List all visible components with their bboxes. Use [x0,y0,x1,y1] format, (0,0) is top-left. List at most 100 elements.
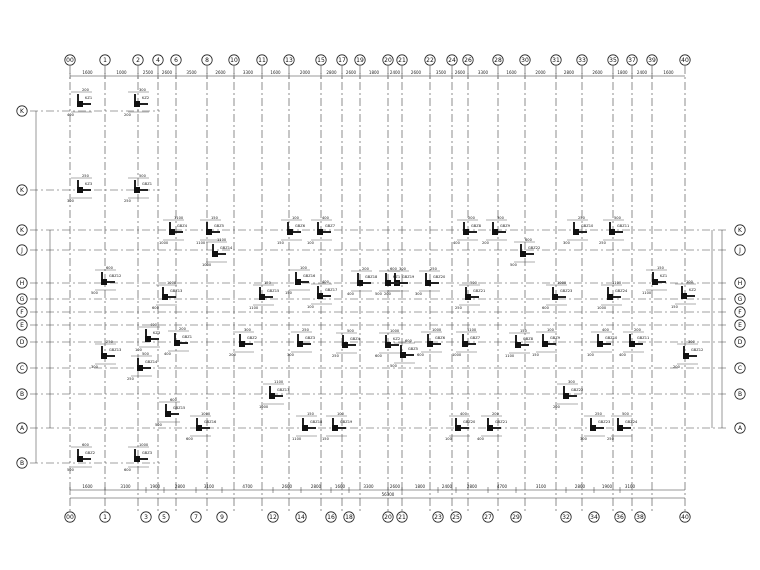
column-wall-leg [465,287,467,294]
column-label: GBZ24 [625,420,638,424]
column-core [206,229,212,235]
column-core [487,425,493,431]
column-core [259,294,265,300]
column-wall-leg [615,231,623,233]
column-leader [311,283,332,305]
column-label: GBZ3 [142,451,152,455]
column-leader [131,355,152,377]
top-axis-bubble-label: 31 [552,57,560,64]
top-axis-bubble-label: 40 [681,57,689,64]
column-dimension: 1000 [390,329,400,333]
column-wall-leg [212,231,220,233]
column-leader [291,331,312,353]
column-wall-leg [348,344,356,346]
left-axis-bubble [16,244,28,256]
bottom-axis-bubble [560,511,572,523]
column-label: GBZ14 [145,360,158,364]
column-dimension: 500 [347,329,355,333]
column-core [617,425,623,431]
column-dimension: 600 [124,468,132,472]
column-leader [394,342,415,364]
column-wall-leg [552,287,554,294]
column-dimension: 200 [634,328,642,332]
left-axis-bubble [16,422,28,434]
column-core [552,294,558,300]
column-core [297,341,303,347]
column-label: GBZ13 [170,289,182,293]
column-wall-leg [83,103,91,105]
column-core [597,341,603,347]
column-wall-leg [391,282,399,284]
top-axis-bubble [576,54,588,66]
column-wall-leg [134,94,136,101]
column-wall-leg [83,458,91,460]
column-core [400,352,406,358]
bottom-axis-bubble [216,511,228,523]
top-axis-bubble-label: 15 [317,57,325,64]
top-axis-bubble [462,54,474,66]
column-dimension: 500 [390,364,398,368]
column-leader [190,415,211,437]
right-axis-bubble [734,277,746,289]
bottom-axis-bubble [482,511,494,523]
top-dimension-text: 3500 [186,70,197,75]
column-dimension: 600 [525,238,533,242]
left-axis-bubble [16,362,28,374]
column-label: GBZ8 [523,337,534,341]
column-dimension: 600 [375,354,383,358]
column-dimension: 1100 [274,380,284,384]
column-wall-leg [137,358,139,365]
column-dimension: 1100 [612,281,622,285]
column-wall-leg [165,404,167,411]
bottom-dimension-text: 3100 [120,484,131,489]
column-leader [95,269,116,291]
column-dimension: 100 [337,412,345,416]
column-label: GBZ12 [691,348,703,352]
column-leader [311,219,332,241]
column-wall-leg [134,180,136,187]
column-dimension: 1100 [505,354,515,358]
column-wall-leg [83,189,91,191]
bottom-axis-bubble [396,511,408,523]
bottom-axis-bubble-label: 32 [562,514,570,521]
column-wall-leg [143,367,151,369]
top-dimension-text: 2600 [455,70,466,75]
column-dimension: 400 [150,323,158,327]
column-dimension: 500 [470,281,478,285]
bottom-dimension-text: 1900 [602,484,613,489]
bottom-axis-bubble-label: 25 [452,514,460,521]
column-leader [536,331,557,353]
column-wall-leg [471,296,479,298]
column-wall-leg [498,231,506,233]
column-dimension: 1000 [557,281,567,285]
column-core [134,456,140,462]
column-core [342,342,348,348]
column-dimension: 200 [482,241,490,245]
column-leader [156,284,177,306]
left-axis-bubble [16,336,28,348]
column-dimension: 1000 [452,353,462,357]
column-label: GBZ23 [598,420,610,424]
column-dimension: 600 [542,306,550,310]
column-core [77,187,83,193]
column-dimension: 600 [417,353,425,357]
column-label: GBZ13 [109,348,121,352]
right-axis-bubble-label: G [738,296,743,303]
bottom-axis-bubble-label: 36 [616,514,624,521]
top-axis-bubble [626,54,638,66]
column-group: KZ1400200KZ2200300KZ3300250GBZ1250500GBZ… [67,88,703,472]
left-axis-bubble [16,293,28,305]
column-label: GBZ1 [182,335,192,339]
column-core [357,280,363,286]
bottom-axis-bubble-label: 21 [398,514,406,521]
